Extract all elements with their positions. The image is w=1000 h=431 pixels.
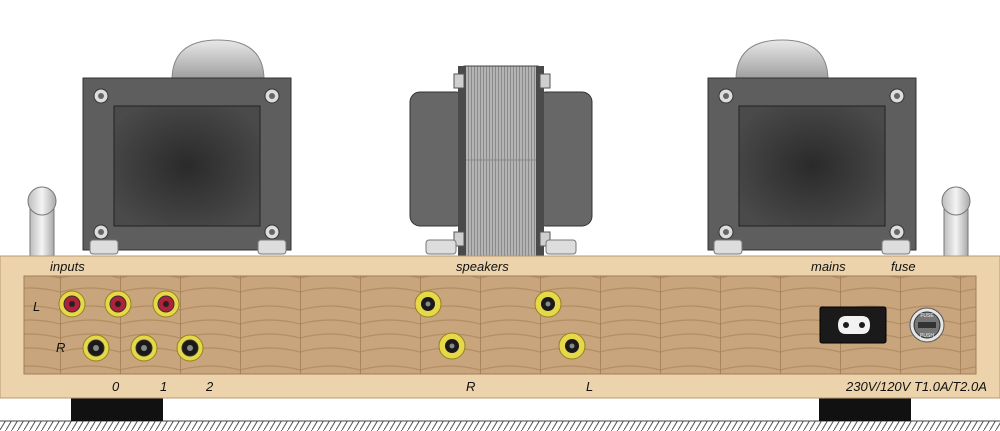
fuse-cap-text-bottom: PUSH: [920, 333, 934, 339]
rca-input-2-left[interactable]: [152, 290, 180, 318]
fuse-holder[interactable]: FUSE PUSH: [909, 307, 945, 343]
speaker-jack-2[interactable]: [534, 290, 562, 318]
tube-right: [941, 186, 971, 259]
ground-hatch: [0, 421, 1000, 431]
rca-input-0-right[interactable]: [82, 334, 110, 362]
speaker-jack-left[interactable]: [558, 332, 586, 360]
foot-right: [819, 398, 911, 421]
label-speakers: speakers: [456, 259, 509, 274]
transformer-right: [707, 39, 917, 255]
foot-left: [71, 398, 163, 421]
label-speaker-right: R: [466, 379, 475, 394]
label-row-left: L: [33, 299, 40, 314]
label-input-2: 2: [205, 379, 214, 394]
label-fuse: fuse: [891, 259, 916, 274]
fuse-cap-text-top: FUSE: [920, 313, 934, 319]
tube-left: [27, 186, 57, 259]
speaker-jack-right[interactable]: [438, 332, 466, 360]
label-input-0: 0: [112, 379, 120, 394]
rca-input-2-right[interactable]: [176, 334, 204, 362]
label-inputs: inputs: [50, 259, 85, 274]
rca-input-1-left[interactable]: [104, 290, 132, 318]
label-speaker-left: L: [586, 379, 593, 394]
label-mains: mains: [811, 259, 846, 274]
label-rating: 230V/120V T1.0A/T2.0A: [845, 379, 987, 394]
transformer-left: [82, 39, 292, 255]
mains-socket[interactable]: [819, 306, 887, 344]
transformer-center: [409, 65, 593, 257]
rca-input-0-left[interactable]: [58, 290, 86, 318]
label-input-1: 1: [160, 379, 167, 394]
label-row-right: R: [56, 340, 65, 355]
rca-input-1-right[interactable]: [130, 334, 158, 362]
speaker-jack-1[interactable]: [414, 290, 442, 318]
